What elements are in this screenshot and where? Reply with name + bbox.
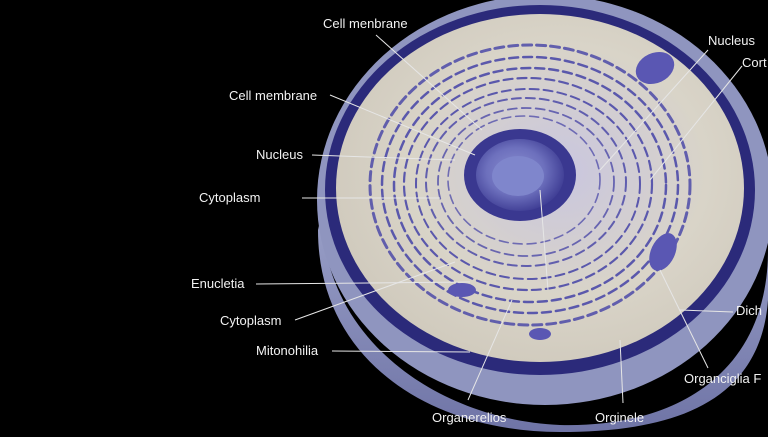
label-enucletia: Enucletia	[191, 276, 245, 291]
reticulum-layers	[368, 43, 692, 327]
label-orginele: Orginele	[595, 410, 645, 425]
organelle-right	[649, 233, 677, 271]
label-organerelios: Organerelios	[432, 410, 507, 425]
organelle-bottom	[529, 328, 551, 340]
label-nucleus-right: Nucleus	[708, 33, 755, 48]
nucleolus	[492, 156, 544, 196]
organelle-top-right	[635, 51, 675, 85]
label-mitonohilia: Mitonohilia	[256, 343, 319, 358]
leader-lines	[255, 34, 743, 404]
label-cytoplasm-upper: Cytoplasm	[199, 190, 261, 205]
label-cytoplasm-lower: Cytoplasm	[220, 313, 282, 328]
label-organciglia: Organciglia F	[684, 371, 762, 386]
label-nucleus-left: Nucleus	[256, 147, 303, 162]
label-dich: Dich	[736, 303, 763, 318]
label-cell-membrane-top: Cell menbrane	[323, 16, 408, 31]
organelle-lower-left	[448, 283, 476, 297]
label-cell-membrane-left: Cell membrane	[229, 88, 318, 103]
label-cort: Cort	[742, 55, 767, 70]
